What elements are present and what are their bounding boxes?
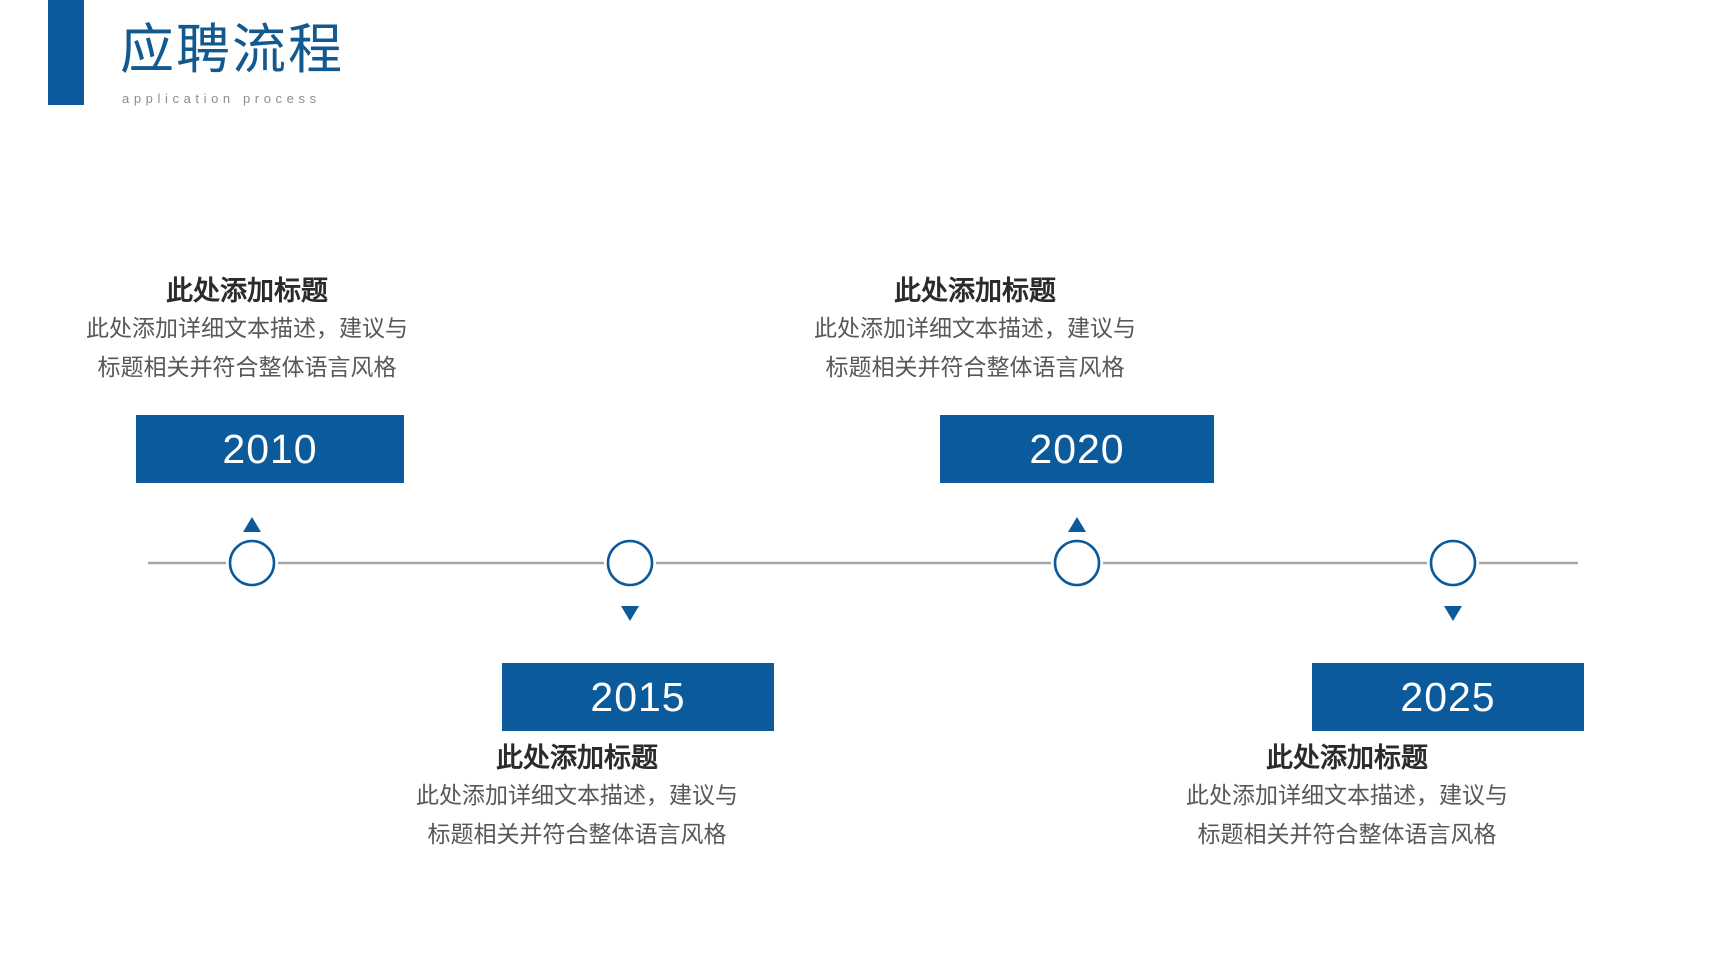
milestone-text-2015: 此处添加标题 此处添加详细文本描述，建议与 标题相关并符合整体语言风格	[367, 740, 787, 854]
timeline-node-2010	[228, 539, 276, 587]
milestone-desc-2020-line2: 标题相关并符合整体语言风格	[825, 355, 1125, 380]
year-box-2020[interactable]: 2020	[940, 415, 1214, 483]
milestone-desc-2015: 此处添加详细文本描述，建议与 标题相关并符合整体语言风格	[367, 776, 787, 854]
arrow-down-2025	[1444, 606, 1462, 621]
milestone-text-2020: 此处添加标题 此处添加详细文本描述，建议与 标题相关并符合整体语言风格	[765, 273, 1185, 387]
milestone-text-2010: 此处添加标题 此处添加详细文本描述，建议与 标题相关并符合整体语言风格	[37, 273, 457, 387]
milestone-desc-2020-line1: 此处添加详细文本描述，建议与	[814, 316, 1136, 341]
page-title: 应聘流程	[120, 20, 344, 80]
milestone-title-2010: 此处添加标题	[166, 276, 328, 306]
milestone-desc-2010: 此处添加详细文本描述，建议与 标题相关并符合整体语言风格	[37, 309, 457, 387]
milestone-desc-2010-line1: 此处添加详细文本描述，建议与	[86, 316, 408, 341]
arrow-down-2015	[621, 606, 639, 621]
timeline-arrows	[243, 517, 1462, 621]
milestone-desc-2015-line1: 此处添加详细文本描述，建议与	[416, 783, 738, 808]
milestone-desc-2025: 此处添加详细文本描述，建议与 标题相关并符合整体语言风格	[1137, 776, 1557, 854]
title-accent-bar	[48, 0, 84, 105]
timeline-node-2025	[1429, 539, 1477, 587]
milestone-desc-2015-line2: 标题相关并符合整体语言风格	[427, 822, 727, 847]
milestone-title-2025: 此处添加标题	[1266, 743, 1428, 773]
arrow-up-2020	[1068, 517, 1086, 532]
year-box-2015[interactable]: 2015	[502, 663, 774, 731]
timeline-node-2020	[1053, 539, 1101, 587]
milestone-desc-2025-line2: 标题相关并符合整体语言风格	[1197, 822, 1497, 847]
timeline-node-2015	[606, 539, 654, 587]
year-box-2025[interactable]: 2025	[1312, 663, 1584, 731]
milestone-desc-2025-line1: 此处添加详细文本描述，建议与	[1186, 783, 1508, 808]
milestone-desc-2020: 此处添加详细文本描述，建议与 标题相关并符合整体语言风格	[765, 309, 1185, 387]
milestone-title-2020: 此处添加标题	[894, 276, 1056, 306]
milestone-desc-2010-line2: 标题相关并符合整体语言风格	[97, 355, 397, 380]
page-subtitle: application process	[122, 91, 321, 106]
milestone-text-2025: 此处添加标题 此处添加详细文本描述，建议与 标题相关并符合整体语言风格	[1137, 740, 1557, 854]
year-box-2010[interactable]: 2010	[136, 415, 404, 483]
timeline-nodes	[228, 539, 1477, 587]
arrow-up-2010	[243, 517, 261, 532]
slide-header: 应聘流程 application process	[0, 0, 1728, 130]
milestone-title-2015: 此处添加标题	[496, 743, 658, 773]
